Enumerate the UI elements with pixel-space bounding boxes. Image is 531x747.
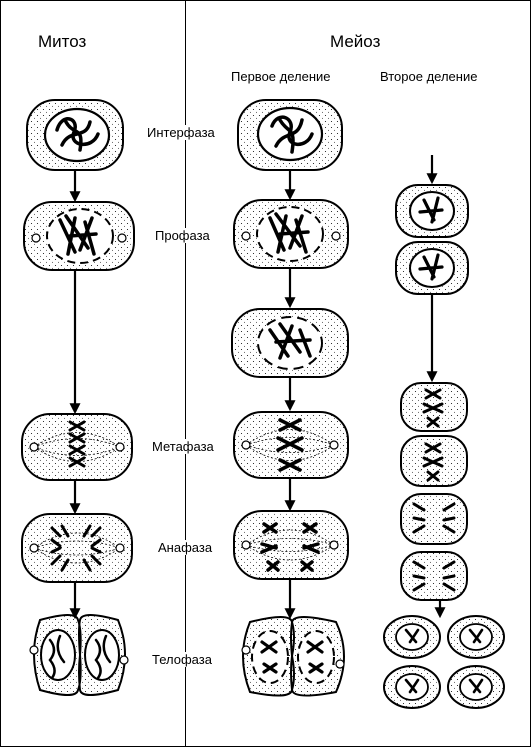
meiosis-prophase-cell: [233, 199, 349, 269]
phase-label-interphase: Интерфаза: [146, 125, 216, 140]
phase-label-metaphase: Метафаза: [151, 439, 215, 454]
meiosis-ii-prophase-cell-2: [395, 241, 469, 295]
mitosis-prophase-cell: [23, 201, 135, 271]
meiosis-prometaphase-cell: [231, 308, 349, 378]
meiosis-telophase-cells: [241, 616, 345, 697]
phase-label-anaphase: Анафаза: [157, 540, 214, 555]
phase-label-telophase: Телофаза: [151, 652, 213, 667]
meiosis-interphase-cell: [237, 99, 343, 171]
mitosis-anaphase-cell: [21, 513, 133, 583]
meiosis-ii-metaphase-cell-1: [400, 382, 468, 432]
meiosis-second-arrows: [426, 155, 446, 619]
phase-label-prophase: Профаза: [154, 228, 211, 243]
meiosis-ii-metaphase-cell-2: [400, 435, 468, 487]
meiosis-metaphase-cell: [233, 411, 349, 479]
meiosis-heading: Мейоз: [330, 32, 381, 51]
mitosis-telophase-cells: [29, 614, 129, 696]
meiosis-ii-anaphase-cell-1: [400, 493, 468, 545]
mitosis-metaphase-cell: [21, 413, 133, 481]
meiosis-anaphase-cell: [233, 510, 349, 580]
meiosis-ii-telophase-cells: [383, 615, 505, 709]
mitosis-heading: Митоз: [38, 32, 87, 51]
second-division-heading: Второе деление: [380, 69, 478, 84]
column-divider: [185, 0, 186, 747]
meiosis-ii-prophase-cell-1: [395, 184, 469, 238]
first-division-heading: Первое деление: [231, 69, 331, 84]
meiosis-ii-anaphase-cell-2: [400, 551, 468, 601]
mitosis-interphase-cell: [26, 99, 124, 171]
